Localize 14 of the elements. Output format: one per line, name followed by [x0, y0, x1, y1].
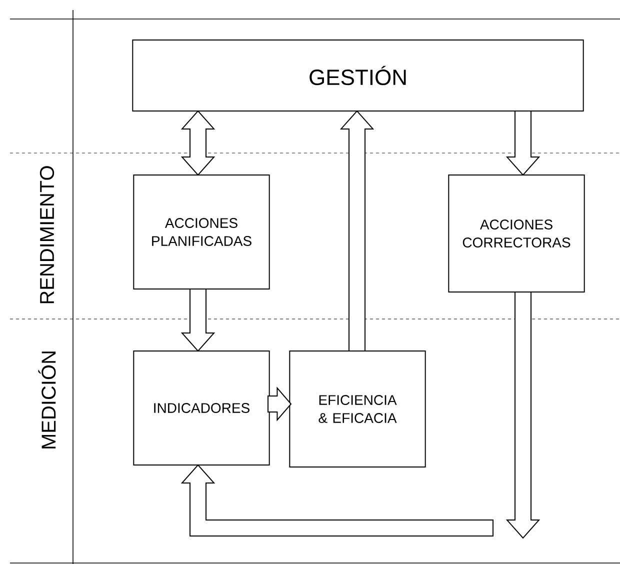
process-box: ACCIONES PLANIFICADAS [133, 174, 270, 290]
hollow-arrow [506, 292, 540, 539]
hollow-arrow [180, 464, 494, 536]
process-box: GESTIÓN [132, 40, 584, 112]
hollow-arrow [268, 386, 292, 422]
hollow-arrow [340, 110, 374, 352]
lane-label: RENDIMIENTO [40, 166, 54, 304]
hollow-arrow [180, 110, 216, 176]
process-box: ACCIONES CORRECTORAS [448, 174, 585, 292]
hollow-arrow [506, 110, 540, 176]
process-box: EFICIENCIA & EFICACIA [289, 350, 426, 468]
lane-label: MEDICIÓN [38, 352, 56, 448]
process-box: INDICADORES [133, 350, 270, 466]
hollow-arrow [180, 288, 216, 352]
